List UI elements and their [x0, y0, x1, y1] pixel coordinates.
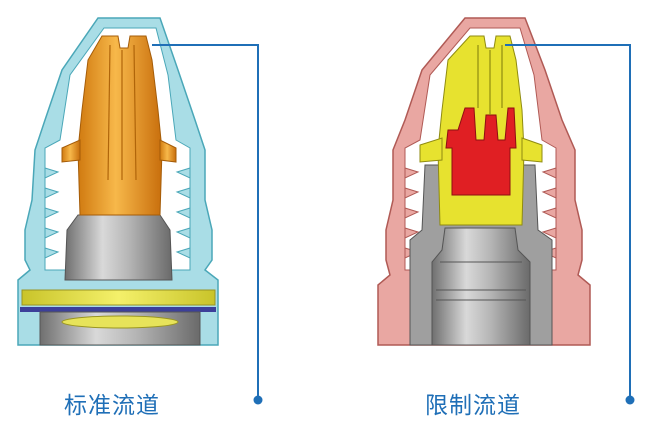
right-core-flange-left — [419, 137, 443, 163]
left-seal-ring — [21, 289, 216, 306]
right-leader-dot — [625, 395, 635, 405]
right-channel-lines — [477, 45, 503, 115]
left-leader-line — [152, 44, 263, 405]
left-core-flange-right — [159, 139, 177, 163]
standard-channel-nozzle — [17, 17, 219, 346]
restricted-channel-label: 限制流道 — [425, 393, 521, 419]
right-metal-bore — [431, 227, 531, 346]
left-orange-core — [77, 35, 163, 216]
right-core-flange-right — [521, 137, 543, 163]
left-threads-right — [175, 167, 191, 259]
left-channel-lines — [107, 44, 137, 181]
left-core-flange-left — [61, 139, 81, 163]
restricted-channel-nozzle — [377, 17, 591, 346]
left-threads-left — [44, 167, 60, 259]
left-blue-band — [20, 307, 216, 312]
left-metal-body — [64, 214, 173, 281]
standard-channel-label: 标准流道 — [64, 393, 160, 419]
right-leader-line — [505, 44, 635, 405]
left-base-ring — [61, 315, 179, 329]
right-bore-rings — [436, 261, 526, 301]
right-red-insert — [445, 107, 517, 196]
left-leader-dot — [253, 395, 263, 405]
